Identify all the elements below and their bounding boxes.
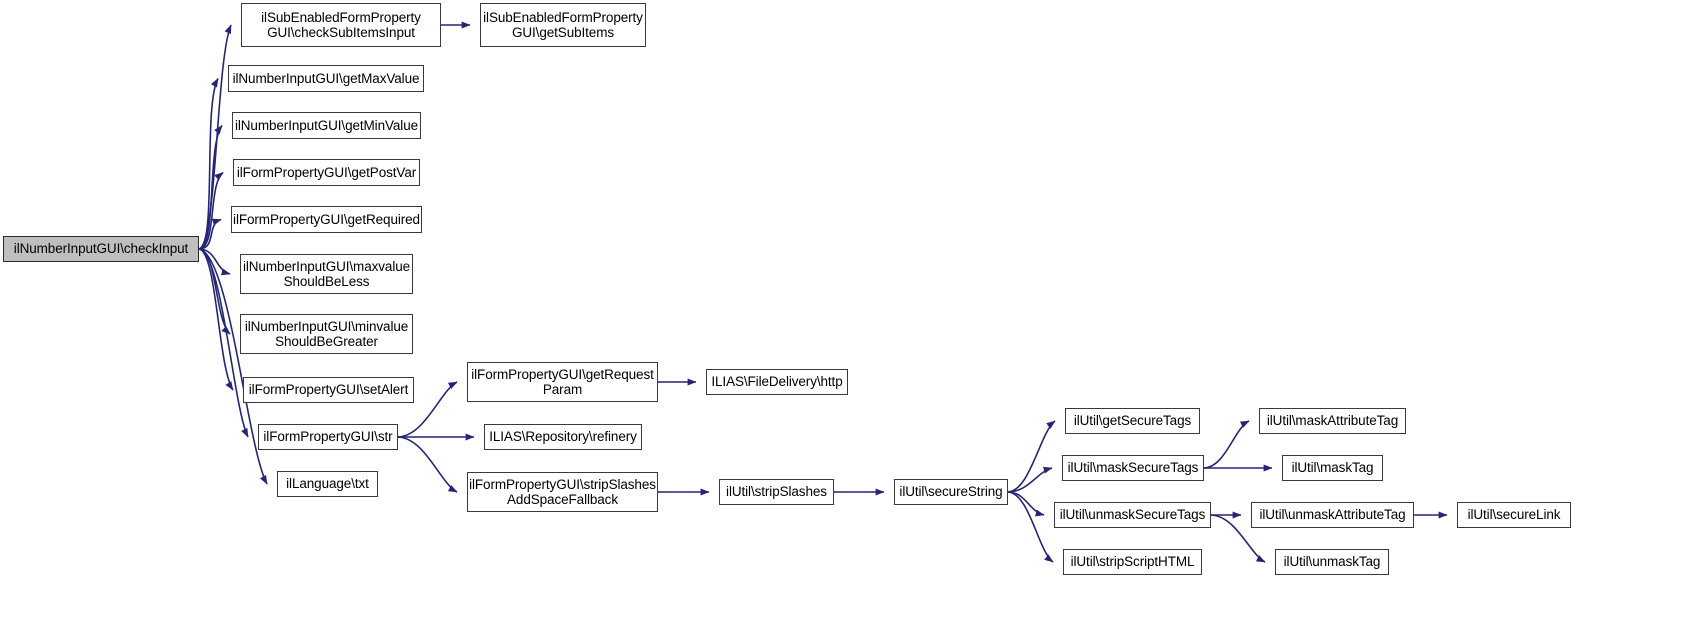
graph-node-secureString[interactable]: ilUtil\secureString xyxy=(894,479,1008,505)
graph-node-getSecureTags[interactable]: ilUtil\getSecureTags xyxy=(1065,408,1200,434)
graph-edge-checkInput-to-checkSubItemsInput xyxy=(198,24,232,250)
graph-node-label: ilUtil\maskAttributeTag xyxy=(1266,413,1399,429)
graph-node-label: ilFormPropertyGUI\stripSlashes AddSpaceF… xyxy=(469,476,656,508)
graph-node-http[interactable]: ILIAS\FileDelivery\http xyxy=(706,369,848,395)
graph-node-label: ilFormPropertyGUI\setAlert xyxy=(248,382,409,398)
graph-node-str[interactable]: ilFormPropertyGUI\str xyxy=(258,424,398,450)
graph-edge-checkInput-to-getMinValue xyxy=(198,125,223,250)
graph-edge-secureString-to-unmaskSecureTags xyxy=(1007,491,1045,517)
graph-edge-secureString-to-stripScriptHTML xyxy=(1007,491,1054,563)
graph-node-label: ilUtil\unmaskSecureTags xyxy=(1059,507,1206,523)
graph-edge-checkInput-to-minvalueShouldBeGreater xyxy=(198,248,231,335)
graph-edge-secureString-to-maskSecureTags xyxy=(1007,466,1053,493)
graph-node-unmaskSecureTags[interactable]: ilUtil\unmaskSecureTags xyxy=(1054,502,1211,528)
graph-node-getRequired[interactable]: ilFormPropertyGUI\getRequired xyxy=(231,206,422,233)
graph-node-maskAttributeTag[interactable]: ilUtil\maskAttributeTag xyxy=(1259,408,1406,434)
graph-node-unmaskAttributeTag[interactable]: ilUtil\unmaskAttributeTag xyxy=(1251,502,1414,528)
graph-node-label: ilUtil\getSecureTags xyxy=(1073,413,1192,429)
graph-node-label: ilFormPropertyGUI\getPostVar xyxy=(236,164,417,180)
graph-node-label: ilUtil\secureString xyxy=(899,484,1003,500)
graph-edge-checkInput-to-getPostVar xyxy=(198,171,224,250)
graph-node-label: ilNumberInputGUI\maxvalue ShouldBeLess xyxy=(242,258,411,290)
graph-edge-checkInput-to-maxvalueShouldBeLess xyxy=(198,248,231,276)
graph-edge-checkInput-to-getMaxValue xyxy=(198,77,219,250)
graph-edge-str-to-stripSlashesAddSpaceFallback xyxy=(397,436,458,493)
graph-node-label: ilUtil\maskSecureTags xyxy=(1067,460,1199,476)
graph-node-stripScriptHTML[interactable]: ilUtil\stripScriptHTML xyxy=(1063,549,1202,575)
graph-edge-checkInput-to-getRequired xyxy=(198,218,222,250)
graph-edge-maskSecureTags-to-maskAttributeTag xyxy=(1203,420,1250,469)
graph-node-maskSecureTags[interactable]: ilUtil\maskSecureTags xyxy=(1062,455,1204,481)
graph-node-checkSubItemsInput[interactable]: ilSubEnabledFormProperty GUI\checkSubIte… xyxy=(241,3,441,47)
graph-node-label: ilLanguage\txt xyxy=(286,476,369,492)
graph-node-refinery[interactable]: ILIAS\Repository\refinery xyxy=(484,424,642,450)
graph-node-label: ilNumberInputGUI\getMaxValue xyxy=(232,70,420,86)
graph-node-getSubItems[interactable]: ilSubEnabledFormProperty GUI\getSubItems xyxy=(480,3,646,47)
graph-node-getRequestParam[interactable]: ilFormPropertyGUI\getRequest Param xyxy=(467,362,658,402)
graph-node-label: ilUtil\unmaskAttributeTag xyxy=(1259,507,1406,523)
graph-node-maskTag[interactable]: ilUtil\maskTag xyxy=(1282,455,1383,481)
graph-node-getMaxValue[interactable]: ilNumberInputGUI\getMaxValue xyxy=(228,65,424,92)
graph-node-label: ilFormPropertyGUI\getRequired xyxy=(233,211,420,227)
graph-node-unmaskTag[interactable]: ilUtil\unmaskTag xyxy=(1275,549,1389,575)
graph-node-label: ilUtil\stripSlashes xyxy=(726,484,827,500)
graph-node-checkInput[interactable]: ilNumberInputGUI\checkInput xyxy=(3,236,199,262)
graph-node-label: ilSubEnabledFormProperty GUI\getSubItems xyxy=(483,9,643,41)
graph-node-label: ilUtil\stripScriptHTML xyxy=(1070,554,1195,570)
graph-node-label: ILIAS\Repository\refinery xyxy=(489,429,637,445)
graph-node-label: ilUtil\unmaskTag xyxy=(1283,554,1381,570)
graph-node-label: ilSubEnabledFormProperty GUI\checkSubIte… xyxy=(261,9,421,41)
graph-node-label: ilNumberInputGUI\minvalue ShouldBeGreate… xyxy=(244,318,409,350)
graph-node-label: ilNumberInputGUI\getMinValue xyxy=(234,117,419,133)
graph-node-label: ilUtil\maskTag xyxy=(1291,460,1374,476)
graph-node-secureLink[interactable]: ilUtil\secureLink xyxy=(1457,502,1571,528)
graph-node-label: ilFormPropertyGUI\getRequest Param xyxy=(471,366,654,398)
graph-node-txt[interactable]: ilLanguage\txt xyxy=(277,471,378,497)
graph-node-stripSlashesAddSpaceFallback[interactable]: ilFormPropertyGUI\stripSlashes AddSpaceF… xyxy=(467,472,658,512)
graph-node-label: ilUtil\secureLink xyxy=(1467,507,1561,523)
graph-node-label: ILIAS\FileDelivery\http xyxy=(711,374,843,390)
graph-node-stripSlashes[interactable]: ilUtil\stripSlashes xyxy=(719,479,834,505)
graph-node-label: ilNumberInputGUI\checkInput xyxy=(13,241,189,257)
graph-edge-checkInput-to-setAlert xyxy=(198,248,234,391)
graph-node-minvalueShouldBeGreater[interactable]: ilNumberInputGUI\minvalue ShouldBeGreate… xyxy=(240,314,413,354)
graph-node-getMinValue[interactable]: ilNumberInputGUI\getMinValue xyxy=(232,112,421,139)
graph-node-setAlert[interactable]: ilFormPropertyGUI\setAlert xyxy=(243,377,414,403)
graph-node-getPostVar[interactable]: ilFormPropertyGUI\getPostVar xyxy=(233,159,420,186)
graph-edge-secureString-to-getSecureTags xyxy=(1007,420,1056,493)
graph-node-label: ilFormPropertyGUI\str xyxy=(263,429,393,445)
graph-node-maxvalueShouldBeLess[interactable]: ilNumberInputGUI\maxvalue ShouldBeLess xyxy=(240,254,413,294)
